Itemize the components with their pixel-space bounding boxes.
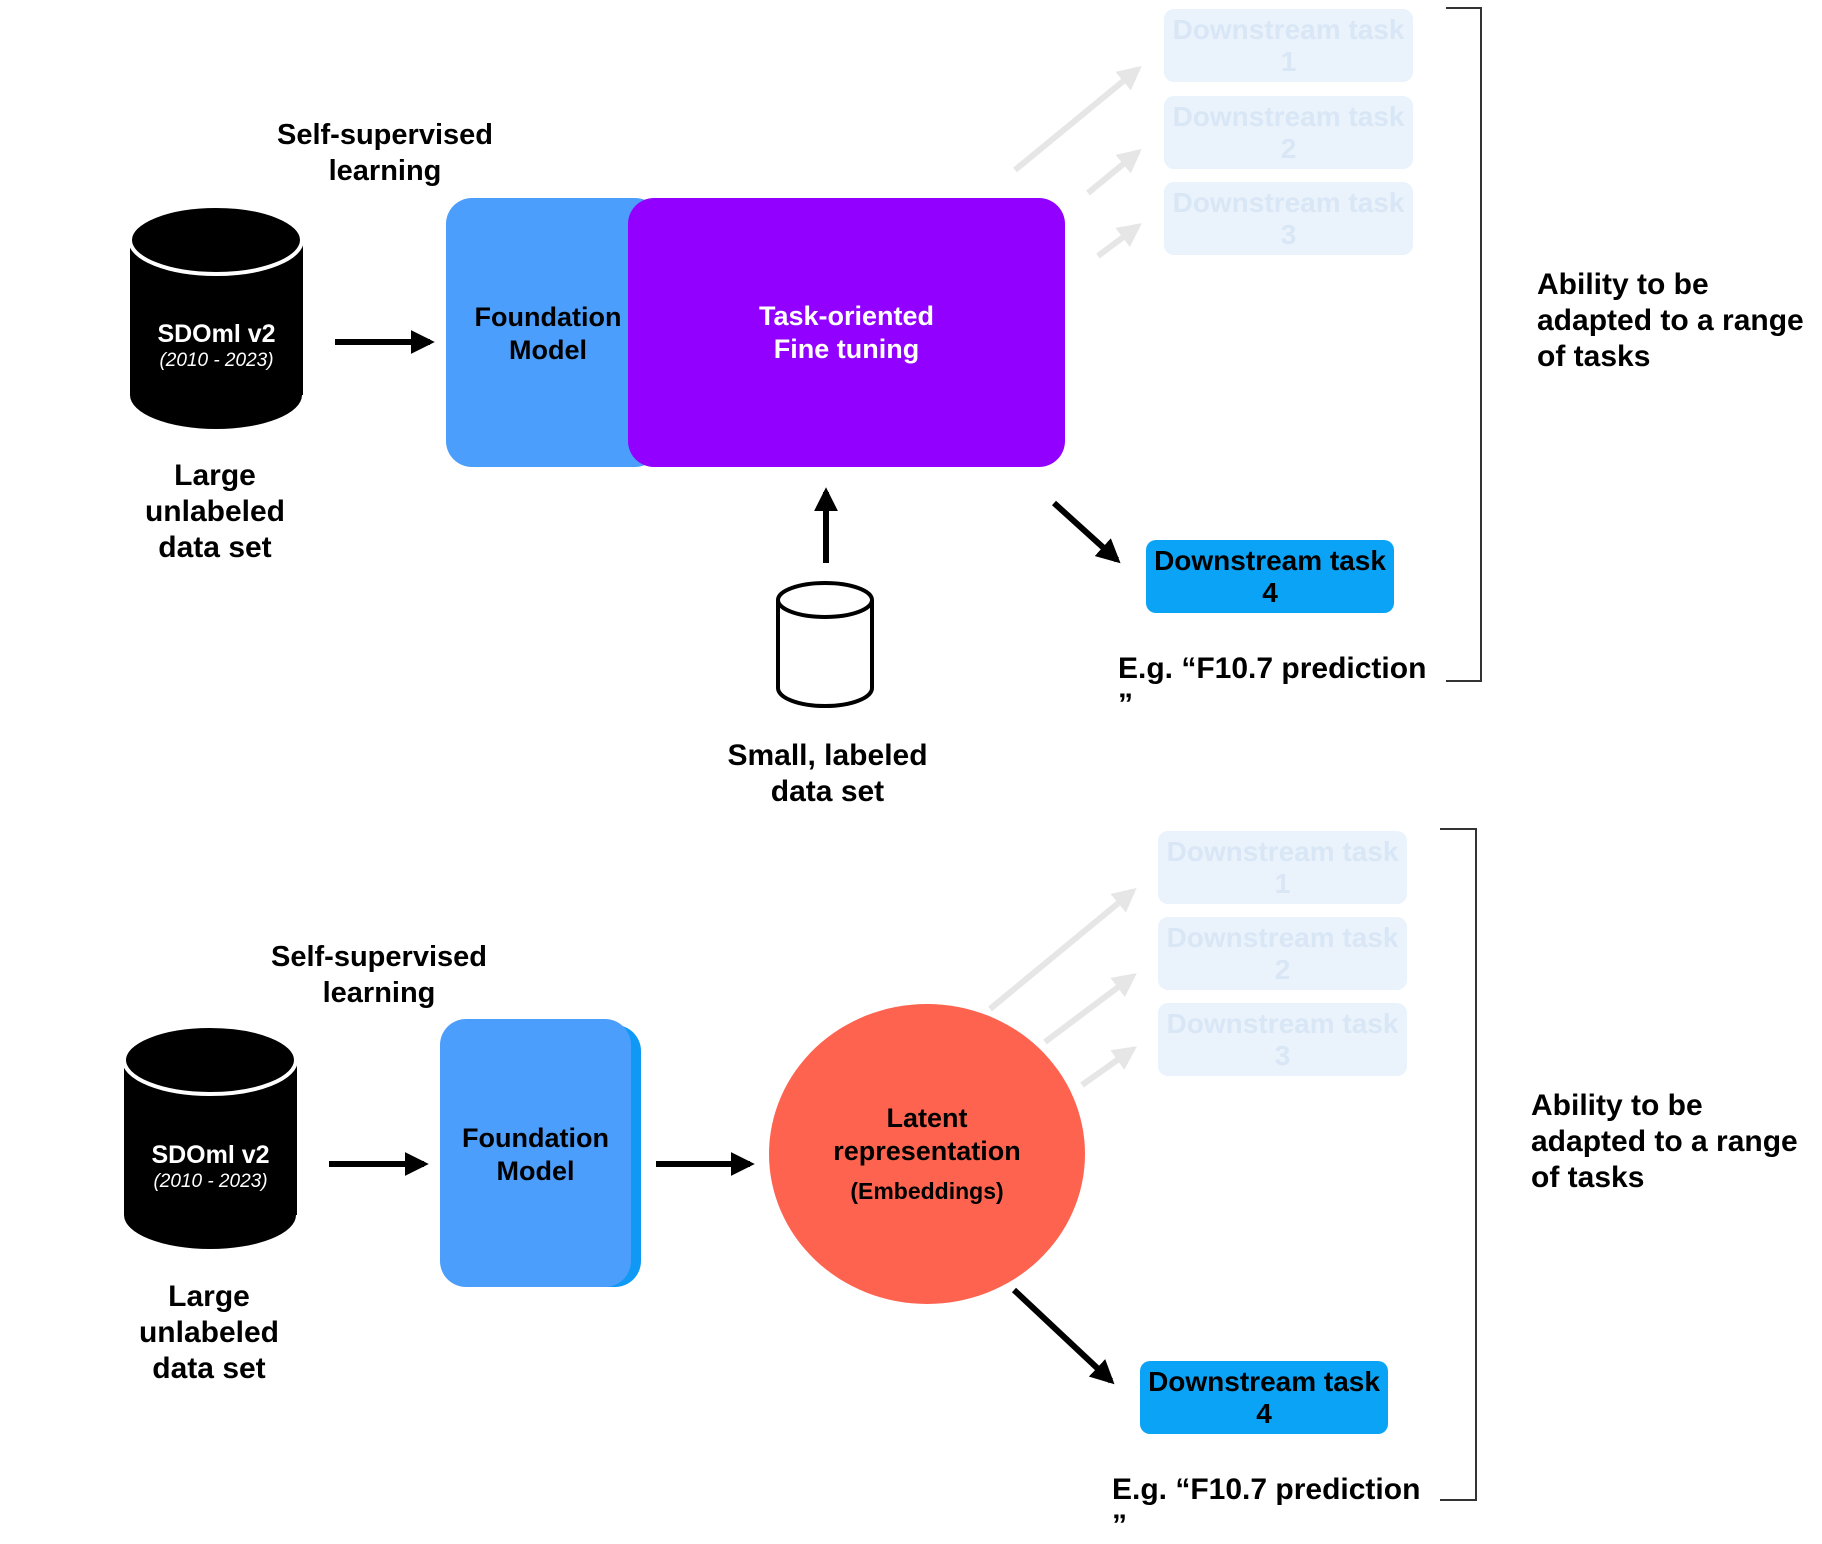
label-line: of tasks: [1537, 340, 1651, 373]
label-line: data set: [158, 531, 272, 564]
downstream-task-faded-3-bottom: Downstream task 3: [1158, 1003, 1407, 1076]
foundation-model-label-top: Foundation Model: [446, 301, 650, 367]
example-label-bottom: E.g. “F10.7 prediction ”: [1112, 1473, 1421, 1542]
arrow-faded-2-bottom: [1043, 973, 1137, 1045]
arrow-faded-2-top: [1086, 148, 1142, 196]
db-name: SDOml v2: [157, 320, 276, 348]
task-line: 2: [1280, 132, 1297, 164]
label-line: Ability to be: [1531, 1089, 1703, 1122]
label-line: data set: [152, 1352, 266, 1385]
task-line: 3: [1280, 218, 1297, 250]
downstream-task-faded-2-top: Downstream task 2: [1164, 96, 1413, 169]
downstream-task-4-bottom: Downstream task 4: [1140, 1361, 1388, 1434]
task-line: Downstream task: [1166, 921, 1399, 953]
large-database-icon-bottom: [122, 1024, 298, 1249]
large-database-icon: [128, 204, 304, 429]
task-line: Downstream task: [1166, 835, 1399, 867]
arrow-faded-1-top: [1013, 65, 1142, 173]
task-line: Downstream task: [1172, 186, 1405, 218]
task-line: 1: [1280, 45, 1297, 77]
db-label-top: SDOml v2 (2010 - 2023): [130, 319, 303, 373]
db-label-bottom: SDOml v2 (2010 - 2023): [124, 1140, 297, 1194]
downstream-task-faded-1-bottom: Downstream task 1: [1158, 831, 1407, 904]
foundation-model-box-bottom: [440, 1019, 631, 1287]
downstream-task-faded-1-top: Downstream task 1: [1164, 9, 1413, 82]
arrow-faded-3-bottom: [1080, 1046, 1137, 1088]
small-dataset-label: Small, labeled data set: [690, 738, 965, 810]
large-dataset-label-top: Large unlabeled data set: [95, 458, 335, 566]
fine-tuning-box: Task-oriented Fine tuning: [628, 198, 1065, 467]
label-line: Model: [509, 335, 587, 365]
ssl-label-line: Self-supervised: [271, 941, 487, 973]
ssl-label-line: Self-supervised: [277, 119, 493, 151]
label-line: Large: [174, 459, 256, 492]
arrow-to-task4-top: [1051, 500, 1121, 564]
db-years: (2010 - 2023): [159, 350, 274, 371]
label-line: representation: [833, 1136, 1021, 1166]
downstream-task-faded-3-top: Downstream task 3: [1164, 182, 1413, 255]
label-line: Latent: [886, 1103, 968, 1133]
task-line: 4: [1262, 576, 1278, 608]
task-line: 1: [1274, 867, 1291, 899]
label-line: Model: [496, 1156, 575, 1186]
db-years: (2010 - 2023): [153, 1171, 268, 1192]
ability-label-top: Ability to be adapted to a range of task…: [1537, 267, 1822, 375]
label-line: of tasks: [1531, 1161, 1645, 1194]
label-line: unlabeled: [138, 1316, 280, 1349]
task-line: Downstream task: [1166, 1007, 1399, 1039]
example-label-top: E.g. “F10.7 prediction ”: [1118, 652, 1427, 721]
bracket-top: [1446, 7, 1482, 682]
label-line: Task-oriented: [758, 300, 935, 331]
label-line: Ability to be: [1537, 268, 1709, 301]
small-database-icon: [776, 581, 874, 708]
label-line: (Embeddings): [850, 1178, 1004, 1204]
label-line: Foundation: [474, 302, 622, 332]
ssl-label-line: learning: [328, 155, 442, 187]
arrow-faded-3-top: [1096, 223, 1142, 259]
foundation-model-box-top: [446, 198, 661, 467]
ssl-label-top: Self-supervised learning: [255, 117, 515, 189]
downstream-task-faded-2-bottom: Downstream task 2: [1158, 917, 1407, 990]
bracket-bottom: [1440, 828, 1477, 1501]
large-dataset-label-bottom: Large unlabeled data set: [89, 1279, 329, 1387]
task-line: 2: [1274, 953, 1291, 985]
label-line: Small, labeled: [727, 739, 928, 772]
db-name: SDOml v2: [151, 1141, 270, 1169]
task-line: 4: [1256, 1397, 1272, 1429]
ability-label-bottom: Ability to be adapted to a range of task…: [1531, 1088, 1816, 1196]
label-line: adapted to a range: [1537, 304, 1804, 337]
label-line: Foundation: [462, 1123, 609, 1153]
ssl-label-line: learning: [322, 977, 436, 1009]
downstream-task-4-top: Downstream task 4: [1146, 540, 1394, 613]
label-line: unlabeled: [144, 495, 286, 528]
label-line: Large: [168, 1280, 250, 1313]
ssl-label-bottom: Self-supervised learning: [249, 939, 509, 1011]
label-line: data set: [770, 775, 885, 808]
task-line: Downstream task: [1148, 1365, 1380, 1397]
arrow-to-task4-bottom: [1011, 1287, 1115, 1385]
task-line: 3: [1274, 1039, 1291, 1071]
arrow-faded-1-bottom: [988, 887, 1137, 1012]
label-line: Fine tuning: [773, 333, 920, 364]
task-line: Downstream task: [1154, 544, 1386, 576]
latent-representation-circle: Latent representation (Embeddings): [769, 1004, 1085, 1304]
foundation-model-label-bottom: Foundation Model: [440, 1122, 631, 1188]
label-line: adapted to a range: [1531, 1125, 1798, 1158]
task-line: Downstream task: [1172, 100, 1405, 132]
task-line: Downstream task: [1172, 13, 1405, 45]
